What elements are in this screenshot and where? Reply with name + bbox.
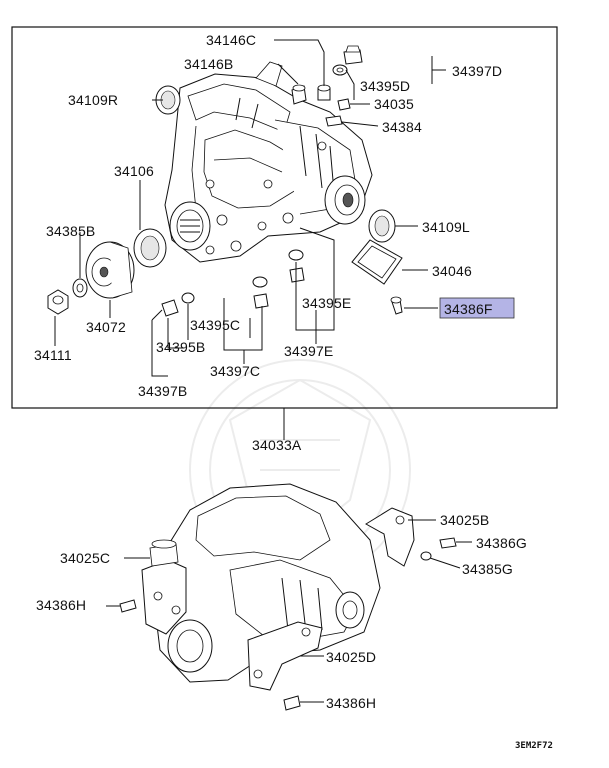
label-34033A: 34033A	[252, 437, 302, 453]
label-34025B: 34025B	[440, 512, 489, 528]
label-34397E: 34397E	[284, 343, 333, 359]
label-34146C: 34146C	[206, 32, 256, 48]
label-34395B: 34395B	[156, 339, 205, 355]
label-34386G: 34386G	[476, 535, 527, 551]
label-34384: 34384	[382, 119, 422, 135]
label-34395D: 34395D	[360, 78, 410, 94]
label-34397D: 34397D	[452, 63, 502, 79]
label-34111: 34111	[34, 347, 72, 363]
label-34025D: 34025D	[326, 649, 376, 665]
label-34386H-bottom: 34386H	[326, 695, 376, 711]
small-parts	[47, 45, 403, 317]
label-34109R: 34109R	[68, 92, 118, 108]
differential-carrier-exploded	[164, 61, 373, 263]
diagram-code: 3EM2F72	[515, 741, 553, 751]
part-labels: 34146C 34146B 34395D 34397D 34109R 34035…	[34, 32, 553, 751]
label-34035: 34035	[374, 96, 414, 112]
label-34395C: 34395C	[190, 317, 240, 333]
label-34386F: 34386F	[444, 301, 493, 317]
leader-lines-upper	[54, 39, 446, 440]
label-34106: 34106	[114, 163, 154, 179]
label-34046: 34046	[432, 263, 472, 279]
label-34025C: 34025C	[60, 550, 110, 566]
label-34146B: 34146B	[184, 56, 233, 72]
label-34385G: 34385G	[462, 561, 513, 577]
leader-lines-lower	[106, 519, 472, 703]
label-34109L: 34109L	[422, 219, 470, 235]
label-34386H-left: 34386H	[36, 597, 86, 613]
label-34397C: 34397C	[210, 363, 260, 379]
label-34397B: 34397B	[138, 383, 187, 399]
label-34072: 34072	[86, 319, 126, 335]
differential-carrier-assembled	[119, 483, 457, 711]
label-34385B: 34385B	[46, 223, 95, 239]
highlight-box	[439, 297, 515, 319]
label-34395E: 34395E	[302, 295, 351, 311]
